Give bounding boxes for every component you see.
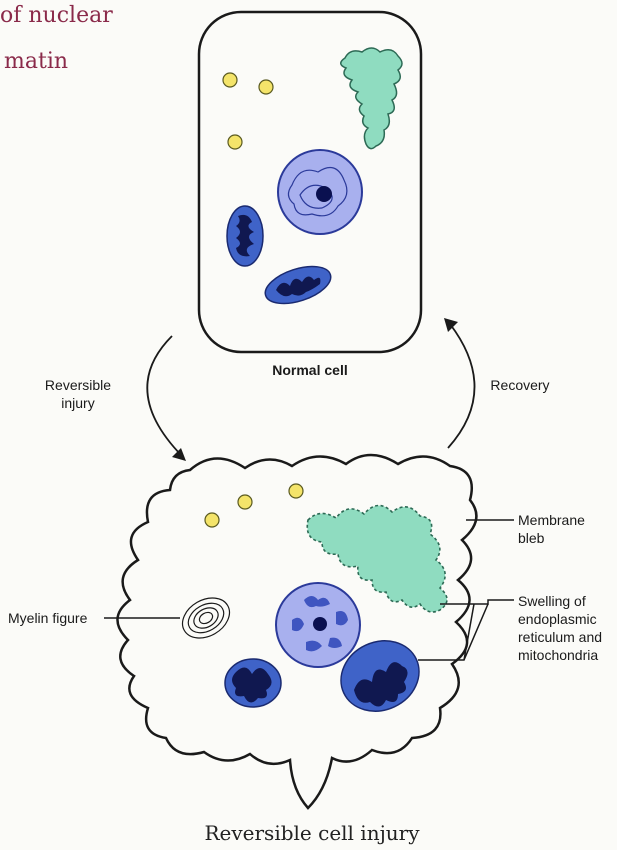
swelling-label-line4: mitochondria <box>518 647 598 663</box>
swelling-label-line2: endoplasmic <box>518 611 597 627</box>
vesicle <box>223 73 237 87</box>
recovery-label: Recovery <box>490 377 549 393</box>
membrane-bleb-label-line2: bleb <box>518 530 545 546</box>
nucleolus <box>316 186 332 202</box>
membrane-bleb-label-line1: Membrane <box>518 512 585 528</box>
swelling-label-line3: reticulum and <box>518 629 602 645</box>
diagram-caption: Reversible cell injury <box>204 821 420 845</box>
normal-cell <box>199 12 421 352</box>
handwritten-note-line2: matin <box>4 49 68 74</box>
reversible-injury-arrow <box>147 336 186 461</box>
swollen-mitochondrion <box>225 659 281 707</box>
myelin-figure-label: Myelin figure <box>8 610 88 626</box>
vesicle <box>238 495 252 509</box>
recovery-arrow <box>444 318 475 448</box>
reversible-injury-label-line2: injury <box>61 395 94 411</box>
handwritten-note-line1: of nuclear <box>0 3 113 28</box>
injured-cell <box>117 455 476 808</box>
vesicle <box>259 80 273 94</box>
vesicle <box>205 513 219 527</box>
swelling-label-line1: Swelling of <box>518 593 586 609</box>
reversible-injury-label-line1: Reversible <box>45 377 111 393</box>
vesicle <box>228 135 242 149</box>
vesicle <box>289 484 303 498</box>
mitochondrion <box>227 206 263 266</box>
nucleolus <box>313 617 327 631</box>
normal-cell-label: Normal cell <box>272 362 347 378</box>
